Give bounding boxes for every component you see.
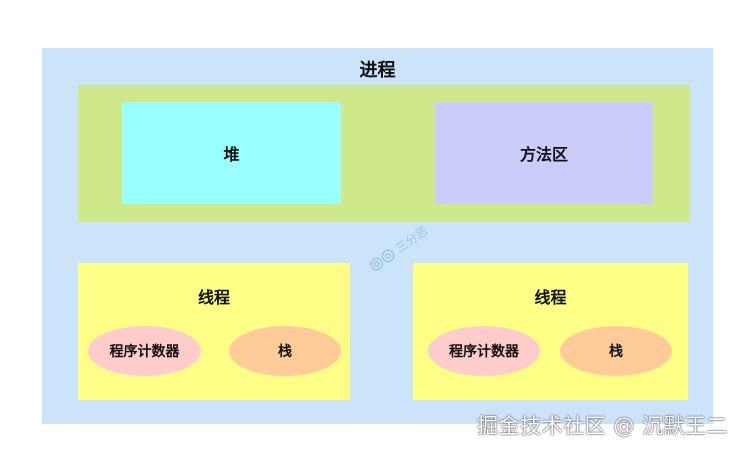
program-counter-label-2: 程序计数器: [449, 344, 519, 360]
heap-label: 堆: [223, 145, 240, 164]
program-counter-label-1: 程序计数器: [109, 344, 180, 360]
footer-watermark: 掘金技术社区 @ 沉默王二: [477, 414, 728, 438]
thread-title-1: 线程: [197, 288, 230, 307]
thread-title-2: 线程: [534, 288, 567, 307]
program-counter-2: 程序计数器: [428, 326, 540, 376]
process-title: 进程: [359, 60, 396, 81]
heap-box: 堆: [122, 102, 341, 204]
stack-2: 栈: [560, 326, 672, 376]
stack-label-1: 栈: [278, 344, 292, 360]
program-counter-1: 程序计数器: [88, 326, 201, 376]
method-area-box: 方法区: [435, 102, 653, 204]
stack-1: 栈: [229, 326, 341, 376]
method-area-label: 方法区: [519, 145, 568, 164]
stack-label-2: 栈: [609, 344, 623, 360]
